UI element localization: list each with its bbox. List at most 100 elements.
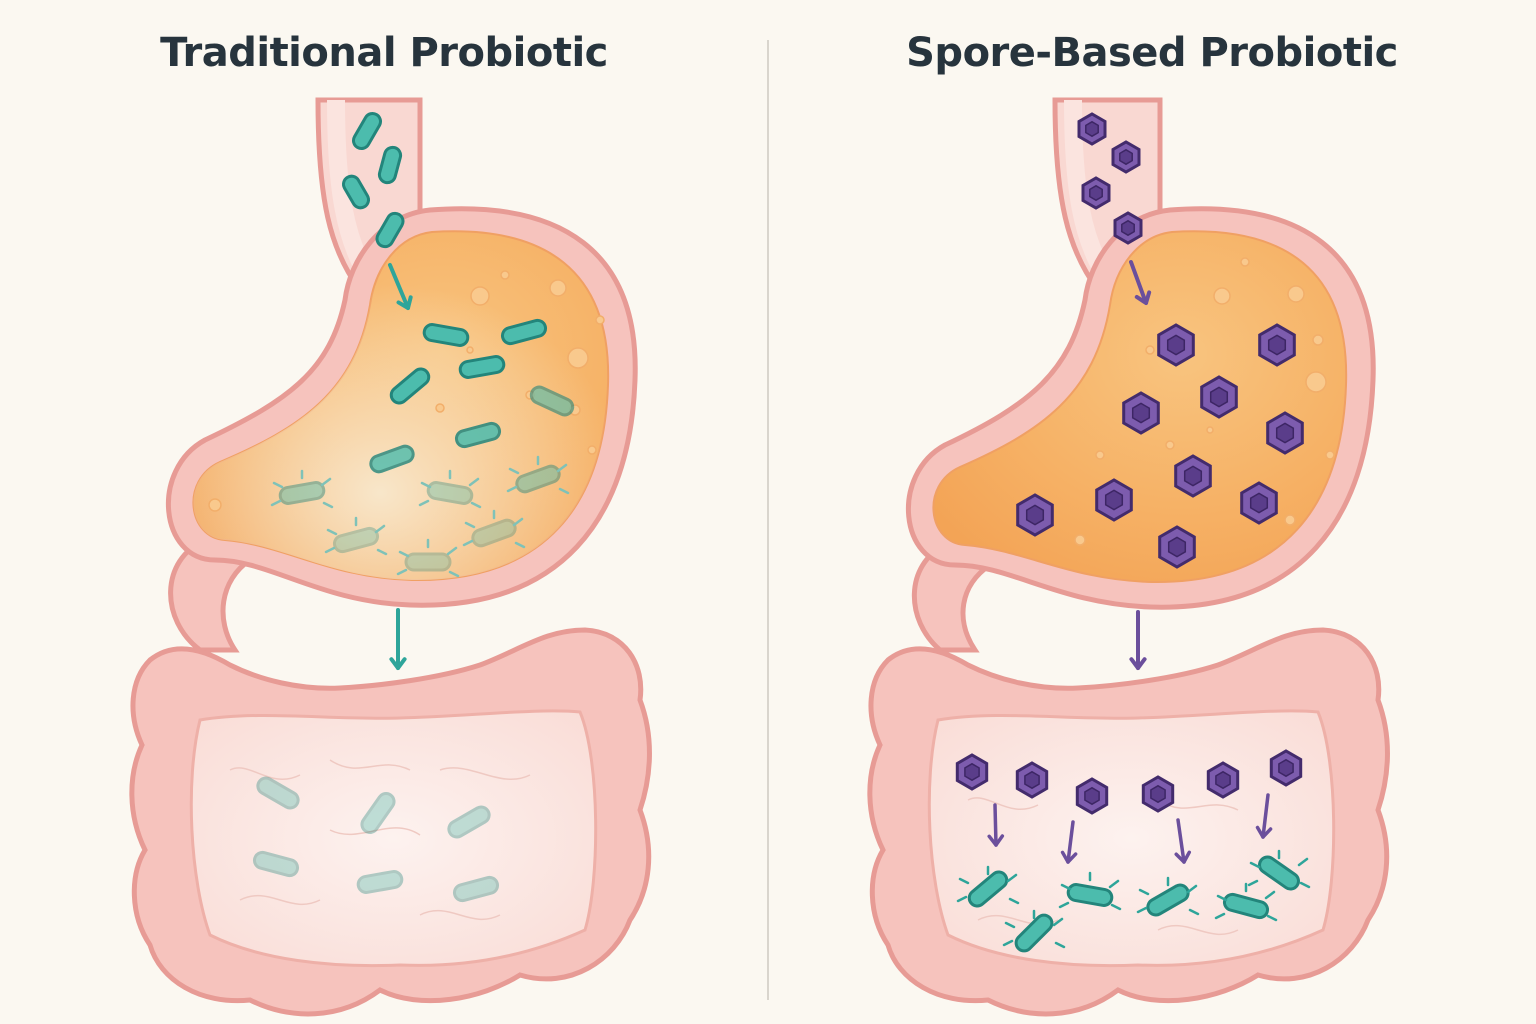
spore-core	[1084, 786, 1100, 806]
activation-spark	[1058, 901, 1070, 909]
activation-spark	[958, 877, 970, 885]
activation-spark	[470, 501, 482, 509]
spore-core	[1119, 148, 1133, 166]
activation-spark	[1216, 894, 1228, 902]
rod-bacterium-icon	[452, 875, 500, 903]
activation-spark	[1136, 906, 1148, 914]
rod-bacterium-icon	[356, 870, 404, 894]
activation-spark	[270, 499, 282, 507]
activation-spark	[1108, 879, 1120, 889]
spore-core	[1025, 504, 1045, 526]
activation-spark	[1052, 917, 1064, 927]
spore-core	[1104, 489, 1124, 511]
rod-bacterium-icon	[342, 174, 370, 210]
right-acid-bubbles	[1074, 257, 1335, 546]
activation-spark	[418, 499, 430, 507]
arrow-head	[389, 657, 407, 670]
down-arrow-icon	[993, 803, 998, 847]
activation-spark	[506, 485, 518, 493]
activation-spark	[376, 548, 388, 556]
left-intestine-lumen	[189, 709, 598, 968]
rod-bacterium-icon	[389, 367, 431, 405]
spore-core	[1249, 492, 1269, 514]
activation-spark	[1297, 857, 1309, 867]
activation-spark	[1138, 888, 1150, 896]
activation-spark	[558, 487, 570, 495]
activation-spark	[512, 517, 524, 527]
arrow-head	[1174, 850, 1192, 864]
spore-core	[1209, 386, 1229, 408]
spore-core	[1183, 465, 1203, 487]
rod-bacterium-icon	[278, 481, 326, 505]
spore-core	[1267, 334, 1287, 356]
arrow-head	[1060, 850, 1078, 864]
activation-spark	[272, 481, 284, 489]
rod-bacterium-icon	[404, 552, 452, 572]
activation-spark	[1188, 908, 1200, 916]
activation-spark	[514, 541, 526, 549]
activation-spark	[420, 481, 432, 489]
spore-core	[1085, 120, 1099, 138]
rod-bacterium-icon	[500, 318, 548, 346]
activation-spark	[1004, 921, 1016, 929]
rod-bacterium-icon	[360, 792, 396, 834]
spore-core	[1024, 770, 1040, 790]
activation-spark	[1266, 914, 1278, 922]
spore-core	[1275, 422, 1295, 444]
activation-spark	[396, 568, 408, 576]
activation-spark	[374, 524, 386, 534]
rod-bacterium-icon	[1258, 855, 1300, 891]
activation-spark	[1060, 883, 1072, 891]
activation-spark	[322, 501, 334, 509]
rod-bacterium-icon	[369, 444, 415, 474]
activation-spark	[1110, 903, 1122, 911]
arrow-head	[1129, 657, 1147, 670]
activation-spark	[468, 477, 480, 487]
activation-spark	[446, 546, 458, 556]
spore-core	[1121, 219, 1135, 237]
rod-bacterium-icon	[422, 323, 470, 347]
arrow-head	[987, 834, 1005, 847]
rod-bacterium-icon	[375, 211, 405, 249]
rod-bacterium-icon	[454, 421, 502, 449]
activation-spark	[1054, 941, 1066, 949]
rod-bacterium-icon	[377, 145, 403, 185]
rod-bacterium-icon	[352, 111, 382, 151]
rod-bacterium-icon	[529, 385, 575, 417]
down-arrow-icon	[1176, 818, 1186, 864]
activation-spark	[1006, 873, 1018, 883]
activation-spark	[1249, 861, 1261, 869]
spore-core	[1167, 536, 1187, 558]
traditional-probiotic-title: Traditional Probiotic	[160, 30, 608, 76]
arrow-head	[396, 295, 413, 310]
activation-spark	[324, 546, 336, 554]
rod-bacterium-icon	[458, 355, 506, 379]
activation-spark	[464, 521, 476, 529]
spore-core	[1278, 758, 1294, 778]
down-arrow-icon	[1066, 820, 1075, 864]
spore-core	[1131, 402, 1151, 424]
spore-core	[1215, 770, 1231, 790]
activation-spark	[448, 570, 460, 578]
spore-core	[1166, 334, 1186, 356]
rod-bacterium-icon	[447, 805, 491, 839]
rod-bacterium-icon	[1146, 883, 1190, 917]
activation-spark	[320, 477, 332, 487]
activation-spark	[1214, 912, 1226, 920]
rod-bacterium-icon	[426, 481, 474, 505]
arrow-head	[1134, 290, 1152, 305]
rod-bacterium-icon	[332, 526, 380, 554]
spore-core	[1089, 184, 1103, 202]
activation-spark	[1002, 939, 1014, 947]
rod-bacterium-icon	[256, 776, 300, 810]
activation-spark	[956, 895, 968, 903]
spore-probiotic-title: Spore-Based Probiotic	[906, 30, 1398, 76]
down-arrow-icon	[388, 263, 410, 310]
rod-bacterium-icon	[967, 870, 1009, 908]
activation-spark	[326, 528, 338, 536]
spore-core	[1150, 784, 1166, 804]
activation-spark	[1247, 879, 1259, 887]
left-digestive-tract	[129, 97, 652, 1017]
